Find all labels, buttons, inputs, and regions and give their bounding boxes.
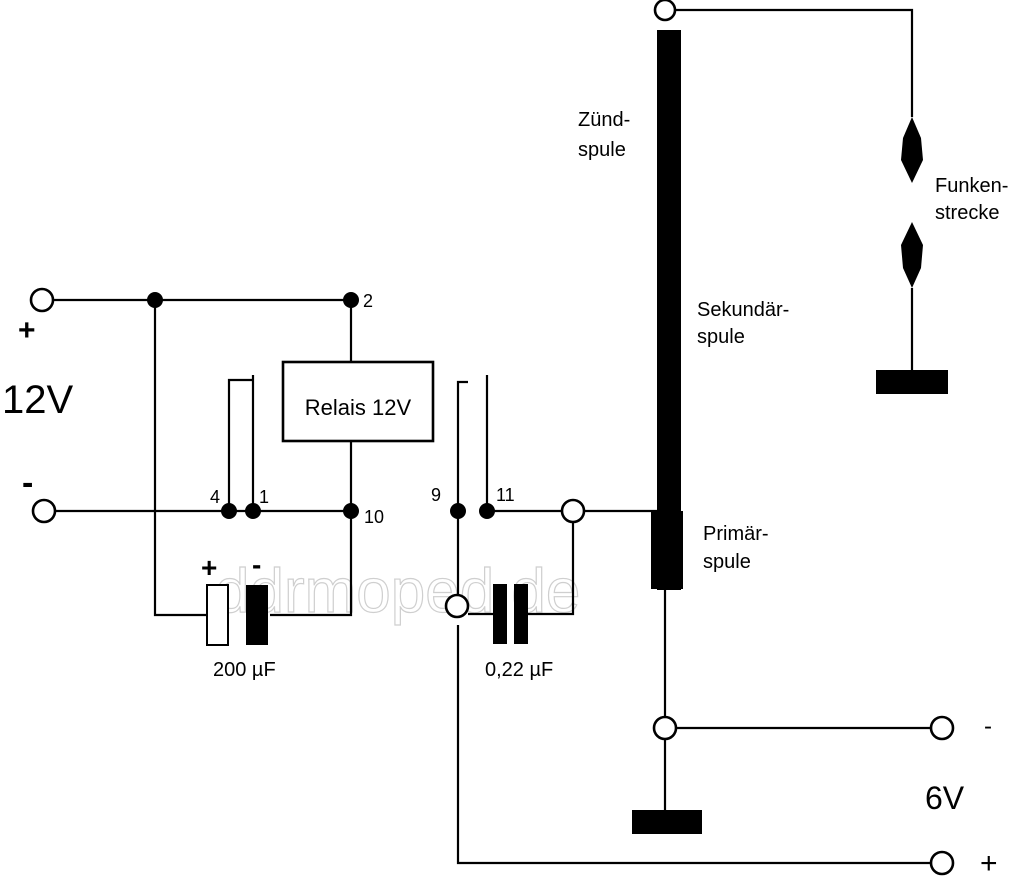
wire-left-vertical [153, 300, 207, 617]
label-spark-gap-1: Funken- [935, 175, 1008, 197]
spark-gap-electrode-bottom [901, 222, 923, 288]
label-6v: 6V [925, 780, 965, 816]
label-primary-2: spule [703, 551, 751, 573]
terminal-6v-plus [929, 850, 955, 876]
capacitor-022-plate-left [493, 584, 507, 644]
junction-pin2 [343, 292, 359, 308]
wire-coil-ground [663, 585, 930, 810]
label-12v-minus: - [22, 464, 33, 502]
label-12v: 12V [2, 378, 73, 422]
spark-gap-electrode-top [901, 117, 923, 183]
terminal-coil-bottom [652, 715, 678, 741]
terminal-hv-top [653, 0, 677, 22]
wire-cap022 [468, 522, 575, 616]
junction-pin11 [479, 503, 495, 519]
wire-12v-plus-rail [53, 298, 353, 362]
secondary-coil [657, 30, 681, 590]
junction-pin9 [450, 503, 466, 519]
label-pin1: 1 [259, 487, 269, 507]
label-cap200-minus: - [252, 549, 261, 580]
wire-relay-bottom [270, 441, 353, 617]
junction-pin10 [343, 503, 359, 519]
terminals [29, 0, 955, 876]
label-cap200-value: 200 µF [213, 659, 276, 681]
terminal-12v-minus [31, 498, 57, 524]
label-cap022-value: 0,22 µF [485, 659, 553, 681]
junctions [147, 292, 495, 519]
label-cap200-plus: + [201, 552, 217, 583]
label-primary-1: Primär- [703, 523, 769, 545]
coil-ground [632, 810, 702, 834]
capacitor-200-plus-plate [206, 584, 229, 646]
relay-label: Relais 12V [305, 395, 412, 420]
junction-pin4 [221, 503, 237, 519]
label-ignition-2: spule [578, 139, 626, 161]
label-pin10: 10 [364, 507, 384, 527]
primary-coil [651, 511, 683, 589]
wires [53, 8, 930, 865]
terminal-cap-left [444, 593, 470, 619]
label-6v-plus: + [980, 847, 998, 877]
label-secondary-2: spule [697, 326, 745, 348]
capacitor-022-plate-right [514, 584, 528, 644]
label-secondary-1: Sekundär- [697, 299, 789, 321]
label-pin9: 9 [431, 485, 441, 505]
label-12v-plus: + [18, 314, 36, 347]
label-pin4: 4 [210, 487, 220, 507]
label-pin2: 2 [363, 291, 373, 311]
junction-pin1 [245, 503, 261, 519]
terminal-coil-input [560, 498, 586, 524]
capacitor-200-minus-plate [246, 585, 268, 645]
label-pin11: 11 [496, 485, 515, 505]
junction-plus-rail [147, 292, 163, 308]
label-6v-minus: - [984, 713, 992, 740]
wire-relay-contact-a [227, 375, 255, 511]
relay-box [281, 360, 435, 443]
wire-pin9-to-6v-plus [456, 511, 930, 865]
wire-hv-to-sparkgap [676, 8, 914, 370]
terminal-12v-plus [29, 287, 55, 313]
label-ignition-1: Zünd- [578, 109, 630, 131]
terminal-6v-minus [929, 715, 955, 741]
wire-breaker-contact [456, 375, 489, 511]
label-spark-gap-2: strecke [935, 202, 999, 224]
spark-gap-ground [876, 370, 948, 394]
